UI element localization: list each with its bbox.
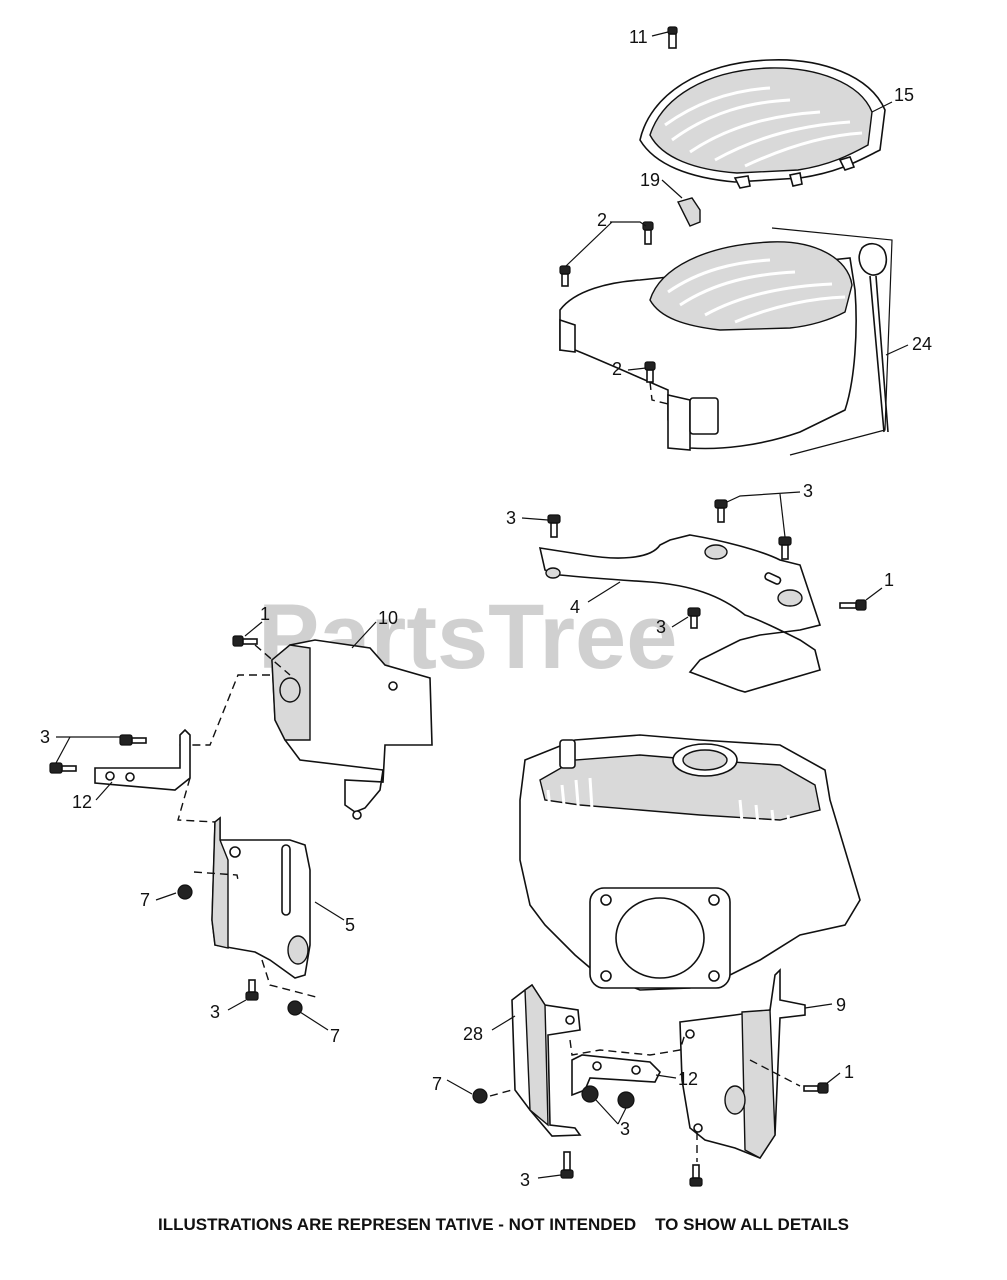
- callout-15: 15: [894, 85, 914, 105]
- callout-3-upper-right: 3: [803, 481, 813, 501]
- dipstick-part-24: [858, 242, 889, 433]
- nut-part-7-c: [472, 1088, 488, 1104]
- callout-5: 5: [345, 915, 355, 935]
- callout-7-lower: 7: [330, 1026, 340, 1046]
- bolt-part-11: [667, 26, 678, 49]
- callouts: 11 15 19 2 2 24 3 3 4 3 1 1 10 3 12 7 5 …: [40, 27, 932, 1190]
- callout-2-bottom: 2: [612, 359, 622, 379]
- callout-7-left: 7: [140, 890, 150, 910]
- bolt-part-2-a: [642, 221, 654, 245]
- callout-2-top: 2: [597, 210, 607, 230]
- bracket-part-12-left: [94, 728, 191, 791]
- shield-part-10: [271, 639, 433, 820]
- bracket-part-12-right: [571, 1054, 661, 1109]
- bolt-part-1-c: [803, 1082, 829, 1094]
- leader-lines: [55, 31, 909, 1179]
- bolt-part-3-b: [714, 499, 728, 523]
- bolt-part-3-e: [119, 734, 147, 746]
- bolt-part-3-c: [778, 536, 792, 560]
- blower-housing: [559, 227, 893, 456]
- callout-7-right: 7: [432, 1074, 442, 1094]
- bracket-part-28: [511, 983, 582, 1137]
- bolt-part-bottom: [689, 1164, 703, 1187]
- bolt-part-3-g: [245, 979, 259, 1001]
- callout-1-shield: 1: [260, 604, 270, 624]
- callout-28: 28: [463, 1024, 483, 1044]
- callout-1-right: 1: [844, 1062, 854, 1082]
- bolt-part-3-d: [687, 607, 701, 629]
- nut-part-7-a: [177, 884, 193, 900]
- callout-3-upper-left: 3: [506, 508, 516, 528]
- callout-9: 9: [836, 995, 846, 1015]
- callout-10: 10: [378, 608, 398, 628]
- callout-19: 19: [640, 170, 660, 190]
- shield-part-5: [211, 816, 311, 979]
- clip-part-19: [676, 197, 701, 227]
- callout-1-plate: 1: [884, 570, 894, 590]
- disclaimer-footer: ILLUSTRATIONS ARE REPRESEN TATIVE - NOT …: [157, 1215, 850, 1234]
- callout-3-bracket: 3: [620, 1119, 630, 1139]
- bolt-part-2-c: [644, 361, 656, 383]
- bolt-part-3-h: [560, 1151, 574, 1179]
- bracket-plate-part-4: [538, 534, 822, 693]
- callout-3-bottom: 3: [520, 1170, 530, 1190]
- grille-cover-part-15: [639, 59, 886, 189]
- nut-part-7-b: [287, 1000, 303, 1016]
- bolt-part-2-b: [559, 265, 571, 287]
- engine-block: [519, 734, 861, 991]
- callout-12-left: 12: [72, 792, 92, 812]
- callout-4: 4: [570, 597, 580, 617]
- callout-3-left: 3: [40, 727, 50, 747]
- bolt-part-1-b: [232, 635, 258, 647]
- callout-11: 11: [629, 27, 648, 47]
- callout-3-lower-left: 3: [210, 1002, 220, 1022]
- bolt-part-3-f: [49, 762, 77, 774]
- bolt-part-3-a: [547, 514, 561, 538]
- shield-part-9: [679, 968, 806, 1159]
- bolt-part-1-a: [839, 599, 867, 611]
- callout-24: 24: [912, 334, 932, 354]
- callout-3-plate: 3: [656, 617, 666, 637]
- callout-12-right: 12: [678, 1069, 698, 1089]
